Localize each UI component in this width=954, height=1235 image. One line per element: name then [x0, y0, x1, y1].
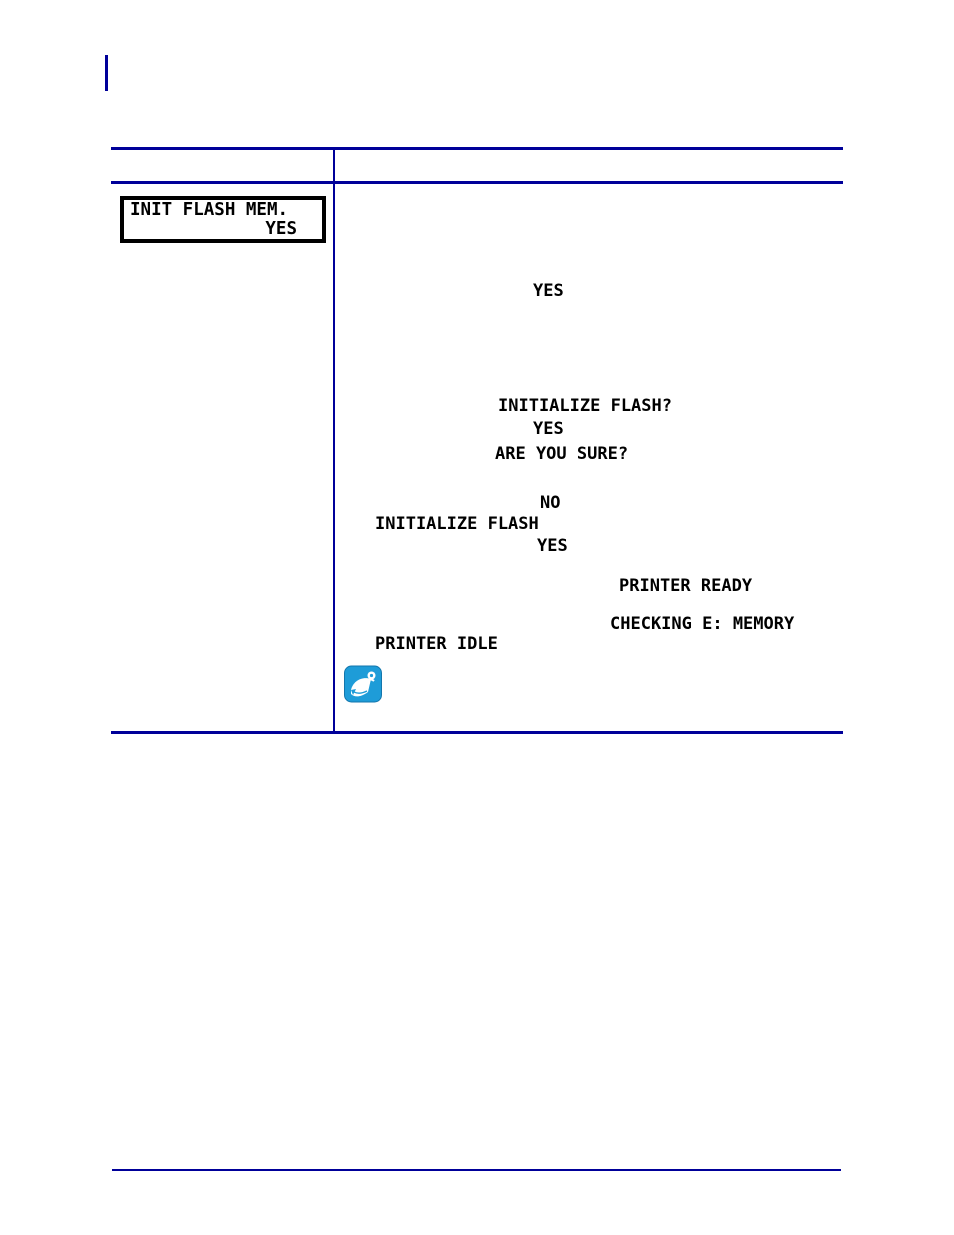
note-icon	[344, 665, 382, 703]
footer-rule	[112, 1169, 841, 1171]
prompt-yes-1: YES	[533, 281, 564, 301]
prompt-initialize-flash: INITIALIZE FLASH	[375, 514, 539, 534]
status-checking-e-memory: CHECKING E: MEMORY	[610, 614, 795, 634]
lcd-line-1: INIT FLASH MEM.	[130, 200, 289, 220]
change-bar	[105, 55, 108, 91]
prompt-yes-3: YES	[537, 536, 568, 556]
status-printer-idle: PRINTER IDLE	[375, 634, 498, 654]
prompt-no: NO	[540, 493, 561, 513]
prompt-yes-2: YES	[533, 419, 564, 439]
table-header-rule	[111, 181, 843, 184]
status-printer-ready: PRINTER READY	[619, 576, 753, 596]
prompt-are-you-sure: ARE YOU SURE?	[495, 444, 629, 464]
table-top-rule	[111, 147, 843, 150]
lcd-display-box: INIT FLASH MEM. YES	[120, 196, 326, 243]
table-bottom-rule	[111, 731, 843, 734]
table-column-divider	[333, 147, 335, 734]
lcd-line-2: YES	[265, 219, 297, 239]
prompt-initialize-flash-question: INITIALIZE FLASH?	[498, 396, 672, 416]
